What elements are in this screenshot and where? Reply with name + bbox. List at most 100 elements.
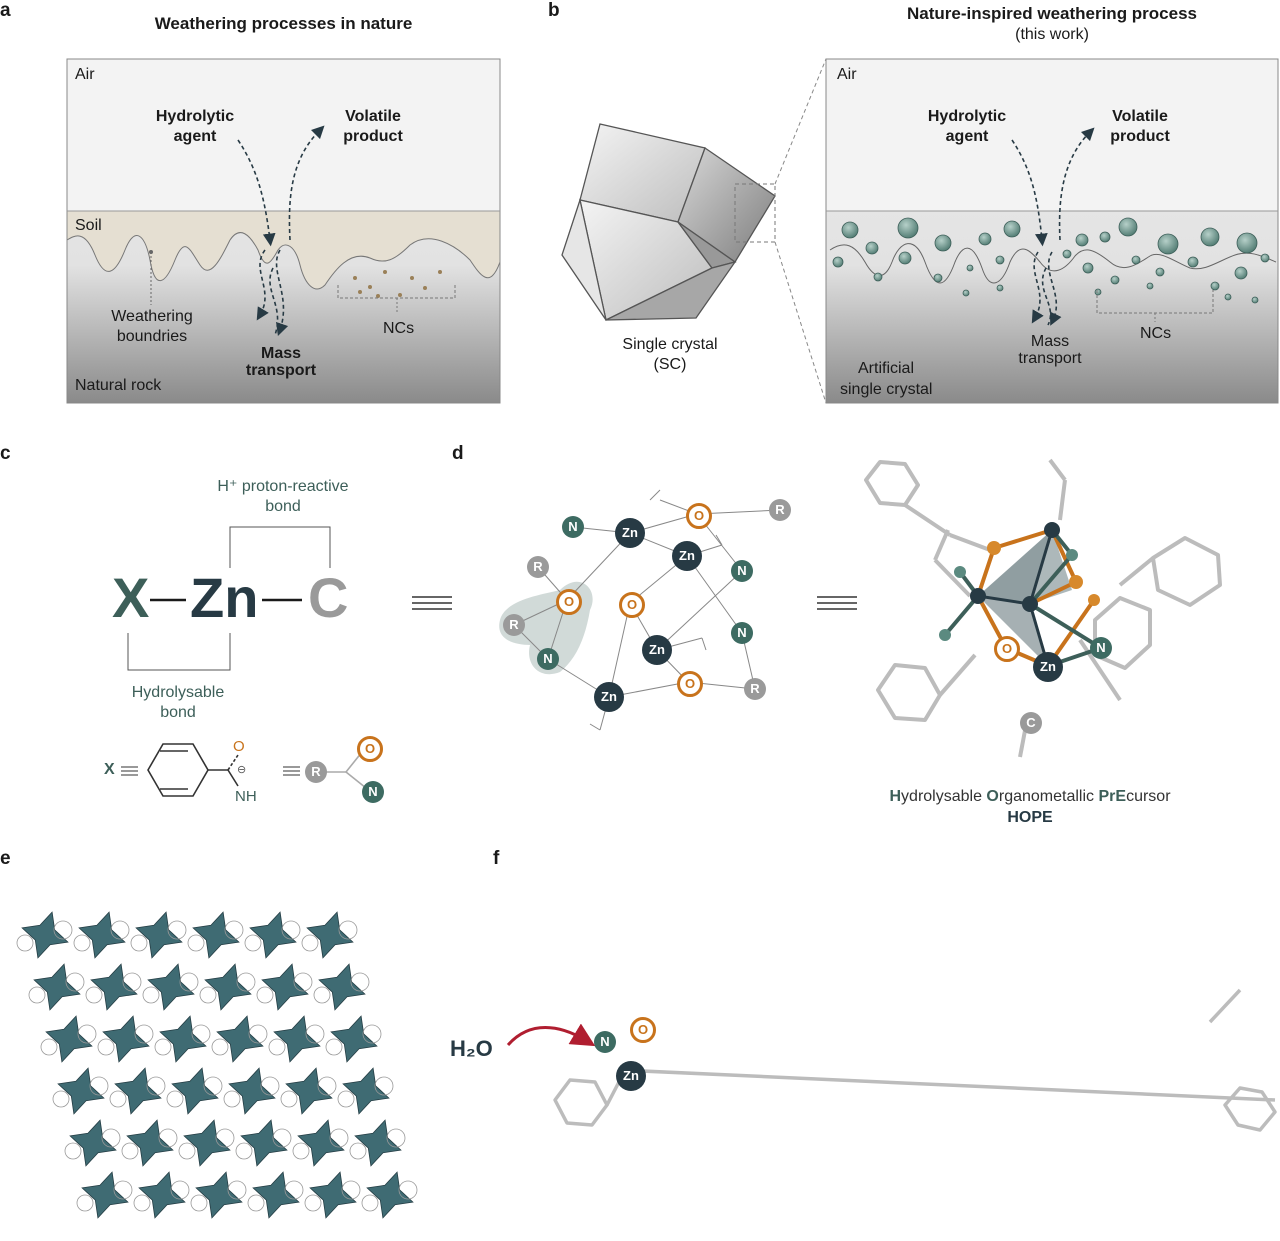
- polymer-chain-structure: [506, 988, 1277, 1132]
- single-crystal-polyhedron: [561, 123, 776, 321]
- network-atom-r: R: [769, 499, 791, 521]
- lattice-unit: [337, 1067, 394, 1115]
- hope-full-name: Hydrolysable Organometallic PrEcursor: [889, 788, 1171, 805]
- network-atom-n: N: [562, 516, 584, 538]
- lattice-unit: [142, 963, 199, 1011]
- chain-o-atom: O: [630, 1017, 656, 1043]
- lattice-unit: [211, 1015, 268, 1063]
- ligand-n-atom: N: [362, 781, 384, 803]
- panel-b-ncs-label: NCs: [1140, 325, 1172, 342]
- panel-letter-c: c: [0, 443, 11, 464]
- equivalence-sign-2: [817, 596, 857, 610]
- network-atom-n: N: [537, 648, 559, 670]
- lattice-unit: [121, 1119, 178, 1167]
- lattice-unit: [154, 1015, 211, 1063]
- hope-zn-atom: Zn: [1033, 652, 1063, 682]
- panel-a-hydrolytic-arrow: [237, 139, 276, 247]
- network-atom-r: R: [527, 556, 549, 578]
- panel-letter-f: f: [493, 848, 500, 869]
- lattice-unit: [223, 1067, 280, 1115]
- network-atom-o: O: [619, 592, 645, 618]
- panel-letter-b: b: [548, 0, 560, 21]
- equivalence-sign-1: [412, 596, 452, 610]
- panel-a-soil-label: Soil: [75, 217, 102, 234]
- lattice-unit: [97, 1015, 154, 1063]
- panel-a-mass-arrow-1: [256, 249, 269, 321]
- panel-b-title: Nature-inspired weathering process: [906, 4, 1198, 23]
- panel-a-title: Weathering processes in nature: [154, 14, 413, 33]
- crystal-packing-lattice: [16, 911, 418, 1219]
- network-atom-zn: Zn: [594, 682, 624, 712]
- lattice-unit: [187, 911, 244, 959]
- hope-molecular-structure: [864, 458, 1222, 758]
- lattice-unit: [40, 1015, 97, 1063]
- ligand-nh-label: NH: [235, 788, 257, 805]
- ligand-o-label: O: [233, 738, 245, 755]
- panel-a-mass-arrow-3: [269, 267, 279, 336]
- panel-b-weathering-boundary: [829, 243, 1277, 284]
- lattice-unit: [313, 963, 370, 1011]
- ligand-r-atom: R: [305, 761, 327, 783]
- formula-c: C: [308, 566, 349, 629]
- network-atom-zn: Zn: [615, 518, 645, 548]
- lattice-unit: [64, 1119, 121, 1167]
- lattice-unit: [178, 1119, 235, 1167]
- panel-letter-d: d: [452, 443, 464, 464]
- network-atom-o: O: [686, 503, 712, 529]
- lattice-unit: [247, 1171, 304, 1219]
- lattice-unit: [130, 911, 187, 959]
- lattice-unit: [133, 1171, 190, 1219]
- lattice-unit: [349, 1119, 406, 1167]
- hope-c-atom: C: [1020, 712, 1042, 734]
- chain-n-atom: N: [594, 1031, 616, 1053]
- panel-letter-e: e: [0, 848, 11, 869]
- network-atom-n: N: [731, 622, 753, 644]
- lattice-unit: [244, 911, 301, 959]
- ligand-o-atom: O: [357, 736, 383, 762]
- network-atom-o: O: [677, 671, 703, 697]
- hope-acronym: HOPE: [1007, 809, 1053, 826]
- panel-a-ncs-label: NCs: [383, 320, 415, 337]
- lattice-unit: [325, 1015, 382, 1063]
- panel-a-soil-layer: [66, 210, 501, 290]
- panel-a-mass-arrow-2: [275, 249, 289, 337]
- panel-a-air-layer: [67, 59, 500, 211]
- lattice-unit: [199, 963, 256, 1011]
- lattice-unit: [280, 1067, 337, 1115]
- panel-b-air-label: Air: [837, 66, 857, 83]
- hope-n-atom: N: [1090, 637, 1112, 659]
- chain-zn-atom: Zn: [616, 1061, 646, 1091]
- lattice-unit: [109, 1067, 166, 1115]
- lattice-unit: [361, 1171, 418, 1219]
- network-atom-r: R: [744, 678, 766, 700]
- single-crystal-label: Single crystal(SC): [622, 336, 718, 373]
- lattice-unit: [76, 1171, 133, 1219]
- water-label: H₂O: [450, 1036, 493, 1061]
- bond-brackets: [127, 526, 331, 671]
- lattice-unit: [52, 1067, 109, 1115]
- lattice-unit: [73, 911, 130, 959]
- network-atom-zn: Zn: [642, 635, 672, 665]
- ligand-charge-label: ⊖: [237, 764, 247, 776]
- lattice-unit: [256, 963, 313, 1011]
- network-atom-r: R: [503, 614, 525, 636]
- network-atom-zn: Zn: [672, 541, 702, 571]
- panel-a-volatile-arrow: [288, 125, 325, 241]
- panel-a-air-label: Air: [75, 66, 95, 83]
- panel-b-subtitle: (this work): [1015, 26, 1089, 43]
- lattice-unit: [85, 963, 142, 1011]
- lattice-unit: [16, 911, 73, 959]
- formula-x: X: [112, 566, 150, 629]
- lattice-unit: [190, 1171, 247, 1219]
- panel-a-ncs-dots: [353, 270, 442, 298]
- hope-o-atom: O: [994, 636, 1020, 662]
- panel-a-rock-label: Natural rock: [75, 377, 162, 394]
